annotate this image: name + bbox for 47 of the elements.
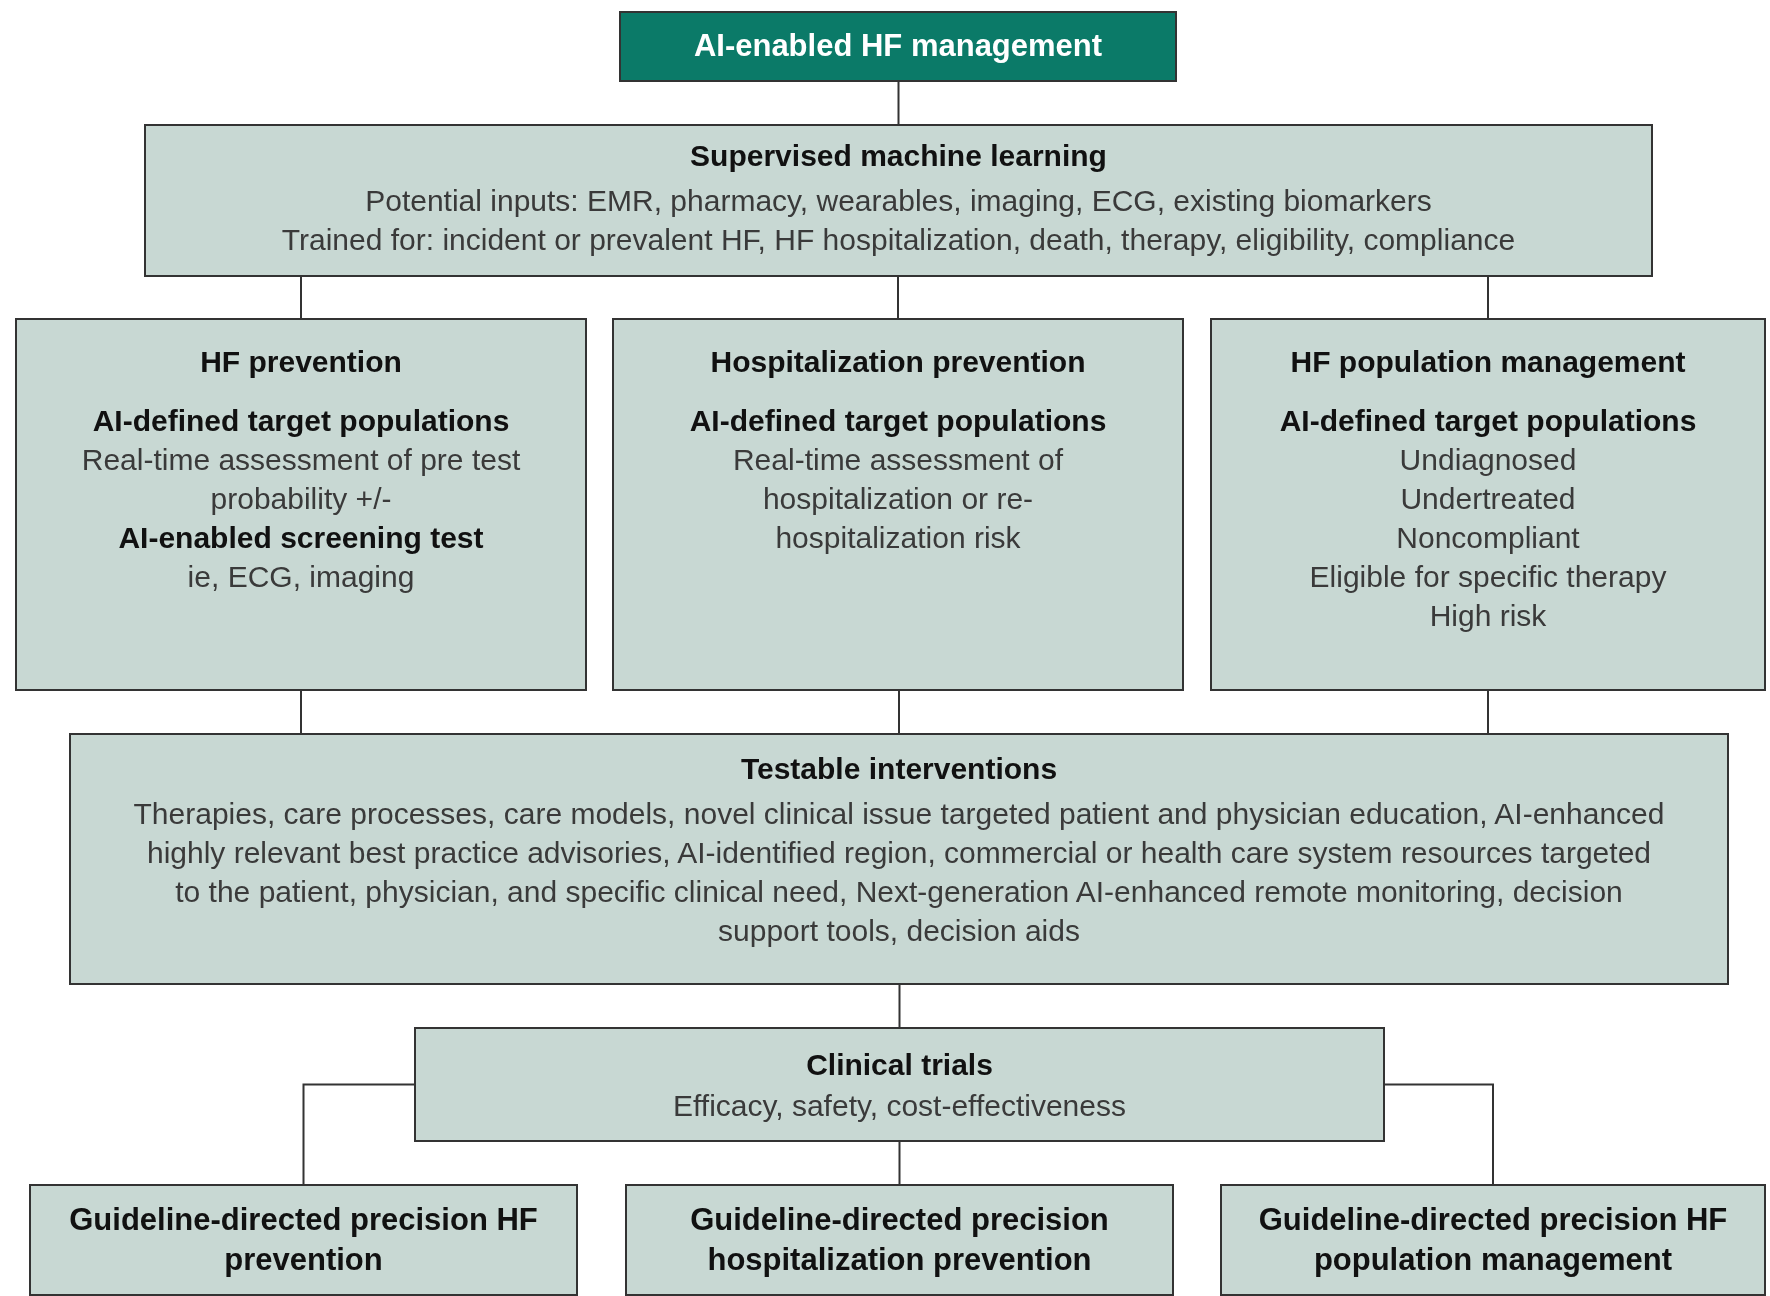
box-heading: Clinical trials <box>806 1046 993 1083</box>
process-box <box>414 1027 1385 1142</box>
connector-line <box>300 690 302 734</box>
connector-line <box>300 276 302 319</box>
box-text: ie, ECG, imaging <box>187 559 415 595</box>
box-text: Undertreated <box>1400 481 1576 517</box>
process-box <box>144 124 1653 277</box>
box-text: Therapies, care processes, care models, novel clinical issue targeted patient and physician education, AI-enhanced highly relevant best practice advisories, AI-identified region, commercial or health care system resources targeted to the patient, physician, and specific clinical need, Next-generation AI-enhanced remote monitoring, decision support tools, decision aids <box>132 796 1666 949</box>
process-box <box>29 1184 578 1296</box>
box-heading: Hospitalization prevention <box>710 344 1086 380</box>
connector-line <box>302 1083 415 1185</box>
connector-line <box>1487 690 1489 734</box>
box-text: Real-time assessment of hospitalization or re-hospitalization risk <box>731 442 1065 556</box>
box-heading: HF prevention <box>200 344 402 380</box>
box-heading: Guideline-directed precision HF population management <box>1257 1201 1729 1280</box>
box-text: Efficacy, safety, cost-effectiveness <box>673 1087 1126 1124</box>
box-heading: Testable interventions <box>740 751 1058 787</box>
box-heading: Guideline-directed precision HF prevention <box>68 1201 539 1280</box>
box-heading: AI-defined target populations <box>689 403 1107 439</box>
connector-line <box>1384 1083 1494 1185</box>
box-text: Real-time assessment of pre test probability +/- <box>80 442 522 517</box>
box-heading: Guideline-directed precision hospitalization prevention <box>689 1201 1110 1280</box>
box-text: Potential inputs: EMR, pharmacy, wearables, imaging, ECG, existing biomarkers <box>365 183 1432 219</box>
title-box <box>619 11 1177 82</box>
box-heading: HF population management <box>1290 344 1686 380</box>
box-text: Trained for: incident or prevalent HF, HF hospitalization, death, therapy, eligibility, compliance <box>281 222 1516 258</box>
process-box <box>1220 1184 1766 1296</box>
connector-line <box>897 81 900 125</box>
connector-line <box>898 984 901 1028</box>
process-box <box>1210 318 1766 691</box>
connector-line <box>898 1141 901 1185</box>
box-heading: AI-defined target populations <box>1279 403 1697 439</box>
box-text: Undiagnosed <box>1399 442 1577 478</box>
box-heading: AI-enabled HF management <box>693 27 1103 66</box>
process-box <box>15 318 587 691</box>
connector-line <box>1487 276 1489 319</box>
box-text: Eligible for specific therapy <box>1309 559 1667 595</box>
box-heading: Supervised machine learning <box>690 138 1107 174</box>
connector-line <box>897 276 899 319</box>
process-box <box>69 733 1729 985</box>
process-box <box>612 318 1184 691</box>
box-text: Noncompliant <box>1396 520 1580 556</box>
box-heading: AI-defined target populations <box>92 403 510 439</box>
process-box <box>625 1184 1174 1296</box>
box-text: High risk <box>1429 598 1547 634</box>
box-heading: AI-enabled screening test <box>118 520 484 556</box>
connector-line <box>898 690 900 734</box>
